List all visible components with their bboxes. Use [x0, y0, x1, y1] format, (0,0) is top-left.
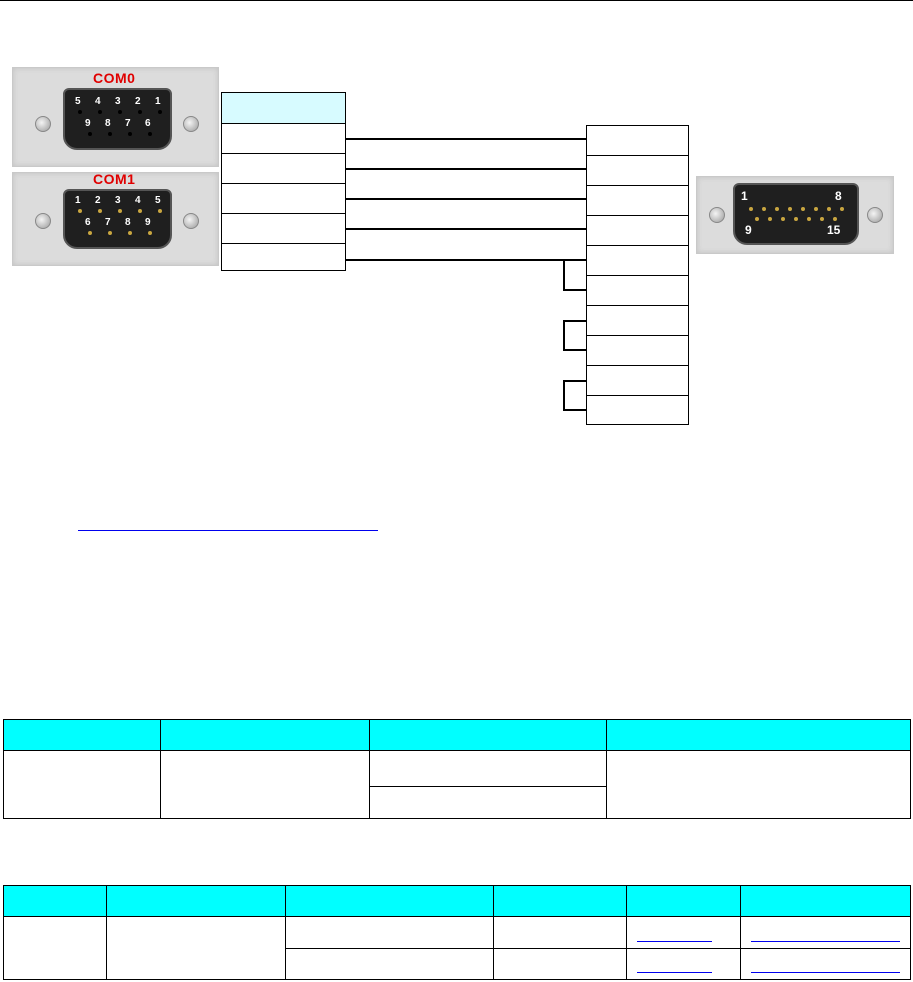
table-cell — [493, 948, 627, 980]
right-pin-row — [586, 215, 689, 246]
table-cell — [285, 948, 494, 980]
table-2 — [3, 885, 911, 980]
table-cell — [160, 750, 370, 819]
header-rule — [0, 0, 913, 1]
reference-link[interactable] — [78, 513, 378, 531]
left-pin-row — [221, 153, 346, 184]
left-pin-row — [221, 123, 346, 154]
table-cell — [106, 916, 286, 980]
vga-dsub-shell: 1 8 9 15 — [733, 183, 859, 245]
table-link-cell[interactable] — [740, 916, 911, 949]
table-2-header-row — [3, 885, 911, 917]
com1-dsub-shell: 1 2 3 4 5 6 7 8 9 — [63, 189, 172, 249]
table-2-header — [740, 885, 911, 917]
table-cell — [3, 750, 161, 819]
table-cell — [369, 750, 607, 787]
com1-connector: COM1 1 2 3 4 5 6 7 8 9 — [12, 171, 219, 266]
table-1-header — [3, 719, 161, 751]
com0-label: COM0 — [93, 70, 136, 86]
right-pin-row — [586, 365, 689, 396]
screw-icon — [867, 207, 883, 223]
right-pin-row — [586, 395, 689, 425]
table-cell — [606, 750, 911, 819]
table-cell — [3, 916, 107, 980]
table-2-header — [493, 885, 627, 917]
table-2-header — [106, 885, 286, 917]
screw-icon — [35, 116, 51, 132]
table-2-header — [626, 885, 741, 917]
vga-connector: 1 8 9 15 — [696, 176, 894, 254]
right-pin-row — [586, 125, 689, 156]
table-1-header-row — [3, 719, 911, 751]
com0-dsub-shell: 5 4 3 2 1 9 8 7 6 — [63, 88, 172, 150]
left-pin-row — [221, 243, 346, 271]
table-row — [3, 916, 911, 980]
table-2-header — [285, 885, 494, 917]
table-cell — [369, 786, 607, 819]
wiring-lines — [346, 138, 586, 411]
table-link-cell[interactable] — [626, 948, 741, 980]
table-1-header — [369, 719, 607, 751]
com0-connector: COM0 5 4 3 2 1 9 8 7 6 — [12, 67, 219, 167]
left-pin-row — [221, 213, 346, 244]
table-cell — [285, 916, 494, 949]
table-link-cell[interactable] — [740, 948, 911, 980]
table-cell — [493, 916, 627, 949]
table-row — [3, 750, 911, 819]
table-2-header — [3, 885, 107, 917]
screw-icon — [709, 207, 725, 223]
table-row — [4, 786, 911, 819]
com1-label: COM1 — [93, 171, 136, 187]
screw-icon — [183, 213, 199, 229]
right-pin-row — [586, 185, 689, 216]
right-pin-row — [586, 335, 689, 366]
table-1-header — [606, 719, 911, 751]
table-1 — [3, 719, 911, 819]
table-link-cell[interactable] — [626, 916, 741, 949]
screw-icon — [35, 213, 51, 229]
table-row — [4, 948, 911, 980]
table-1-header — [160, 719, 370, 751]
screw-icon — [183, 116, 199, 132]
